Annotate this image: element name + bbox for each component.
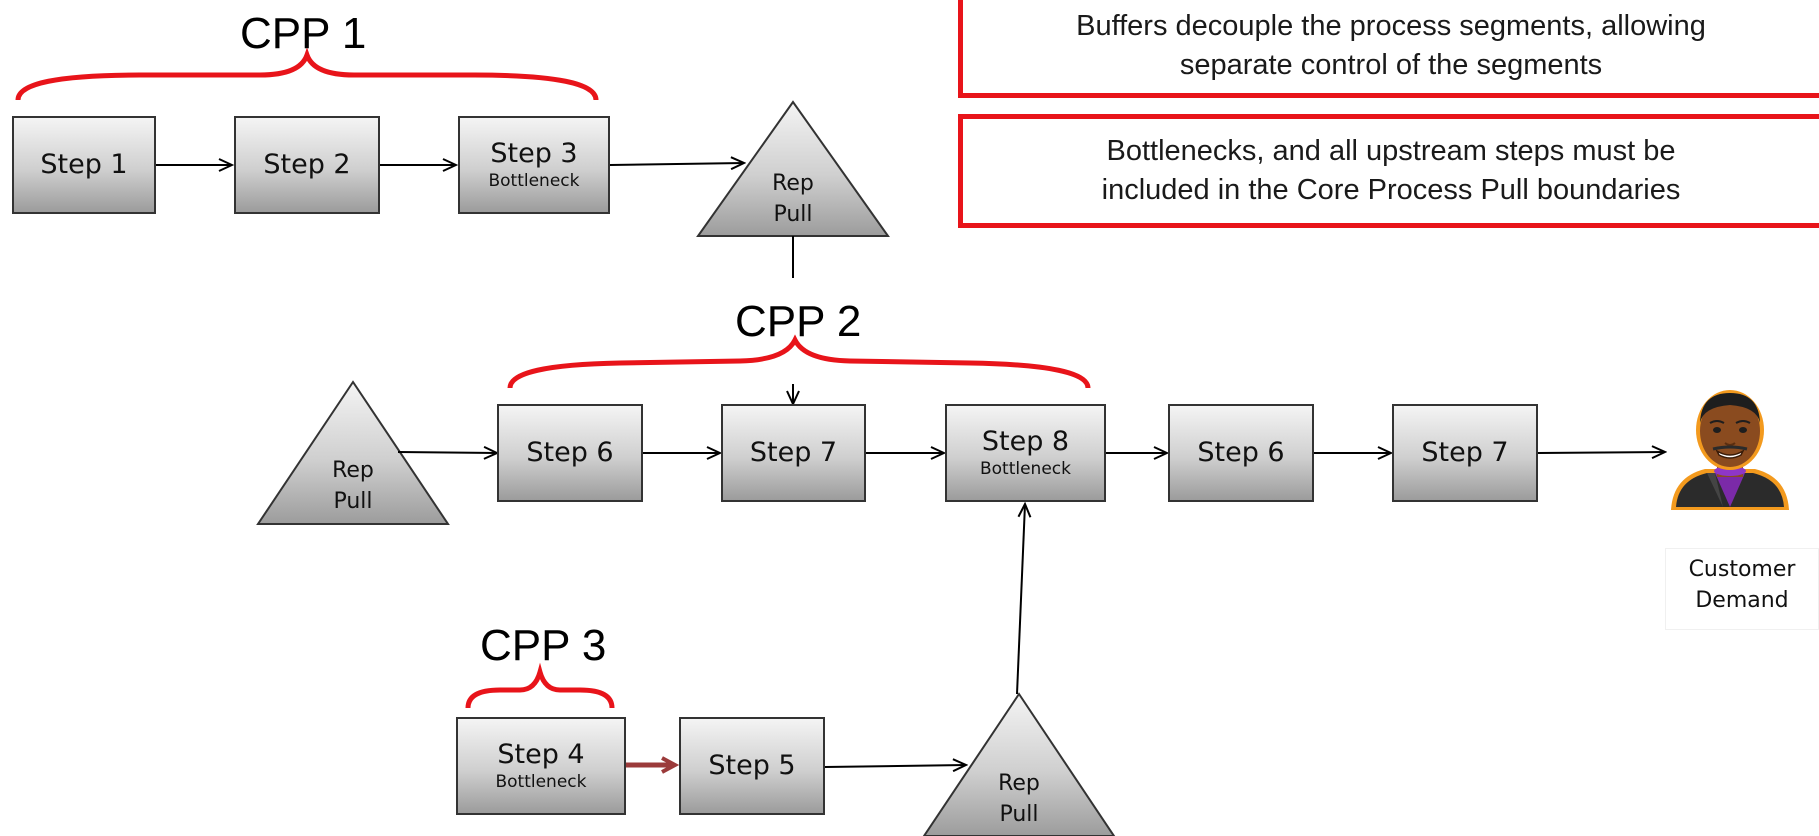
step-4-box: Step 4 Bottleneck bbox=[456, 717, 626, 815]
rep-pull-top-line1: Rep bbox=[772, 171, 814, 196]
step-5-box: Step 5 bbox=[679, 717, 825, 815]
cpp3-label: CPP 3 bbox=[480, 621, 607, 670]
cpp1-label: CPP 1 bbox=[240, 9, 367, 58]
customer-demand-line2: Demand bbox=[1695, 587, 1789, 613]
note-buffers-line2: separate control of the segments bbox=[1179, 49, 1603, 81]
step-7b-label: Step 7 bbox=[1421, 437, 1509, 469]
step-1-label: Step 1 bbox=[40, 149, 128, 181]
rep-pull-left-line1: Rep bbox=[332, 458, 374, 483]
step-8-box: Step 8 Bottleneck bbox=[945, 404, 1106, 502]
customer-avatar-icon bbox=[1671, 390, 1789, 510]
rep-pull-top-line2: Pull bbox=[773, 202, 813, 228]
step-7-box: Step 7 bbox=[721, 404, 866, 502]
rep-pull-bottom-label: Rep Pull bbox=[969, 768, 1069, 830]
step-5-label: Step 5 bbox=[708, 750, 796, 782]
step-8-sublabel: Bottleneck bbox=[979, 458, 1071, 479]
step-3-label: Step 3 bbox=[490, 137, 578, 169]
rep-pull-left-label: Rep Pull bbox=[303, 455, 403, 517]
note-bottlenecks-line2: included in the Core Process Pull bounda… bbox=[1101, 174, 1681, 206]
cpp3-brace bbox=[465, 662, 615, 709]
arrow-rep-pull-step8 bbox=[1016, 504, 1025, 695]
step-6-box: Step 6 bbox=[497, 404, 643, 502]
step-6b-box: Step 6 bbox=[1168, 404, 1314, 502]
cpp2-label: CPP 2 bbox=[735, 297, 862, 346]
rep-pull-top-label: Rep Pull bbox=[743, 168, 843, 230]
arrow-rep-pull-step6 bbox=[397, 452, 497, 453]
step-4-sublabel: Bottleneck bbox=[495, 771, 587, 792]
rep-pull-bottom-line1: Rep bbox=[998, 771, 1040, 796]
step-8-label: Step 8 bbox=[981, 425, 1070, 457]
step-2-label: Step 2 bbox=[263, 149, 351, 181]
customer-demand-label: Customer Demand bbox=[1665, 548, 1819, 630]
note-buffers: Buffers decouple the process segments, a… bbox=[958, 0, 1819, 98]
rep-pull-bottom-line2: Pull bbox=[999, 802, 1039, 828]
step-7-label: Step 7 bbox=[749, 437, 838, 469]
arrow-step3-rep-pull bbox=[609, 163, 744, 165]
customer-demand-line1: Customer bbox=[1688, 557, 1796, 582]
arrow-step7b-customer bbox=[1537, 452, 1665, 453]
arrow-step5-rep-pull bbox=[824, 765, 966, 767]
step-3-box: Step 3 Bottleneck bbox=[458, 116, 610, 214]
step-3-sublabel: Bottleneck bbox=[488, 170, 580, 191]
rep-pull-left-line2: Pull bbox=[333, 489, 373, 515]
cpp1-brace bbox=[15, 47, 599, 101]
step-6b-label: Step 6 bbox=[1197, 437, 1285, 469]
step-6-label: Step 6 bbox=[526, 437, 614, 469]
note-buffers-line1: Buffers decouple the process segments, a… bbox=[1076, 9, 1706, 42]
rep-pull-triangle-bottom bbox=[922, 692, 1116, 836]
note-bottlenecks: Bottlenecks, and all upstream steps must… bbox=[958, 114, 1819, 228]
step-1-box: Step 1 bbox=[12, 116, 156, 214]
step-2-box: Step 2 bbox=[234, 116, 380, 214]
cpp2-brace bbox=[507, 334, 1091, 389]
note-bottlenecks-line1: Bottlenecks, and all upstream steps must… bbox=[1106, 134, 1676, 167]
step-4-label: Step 4 bbox=[497, 738, 585, 770]
step-7b-box: Step 7 bbox=[1392, 404, 1538, 502]
